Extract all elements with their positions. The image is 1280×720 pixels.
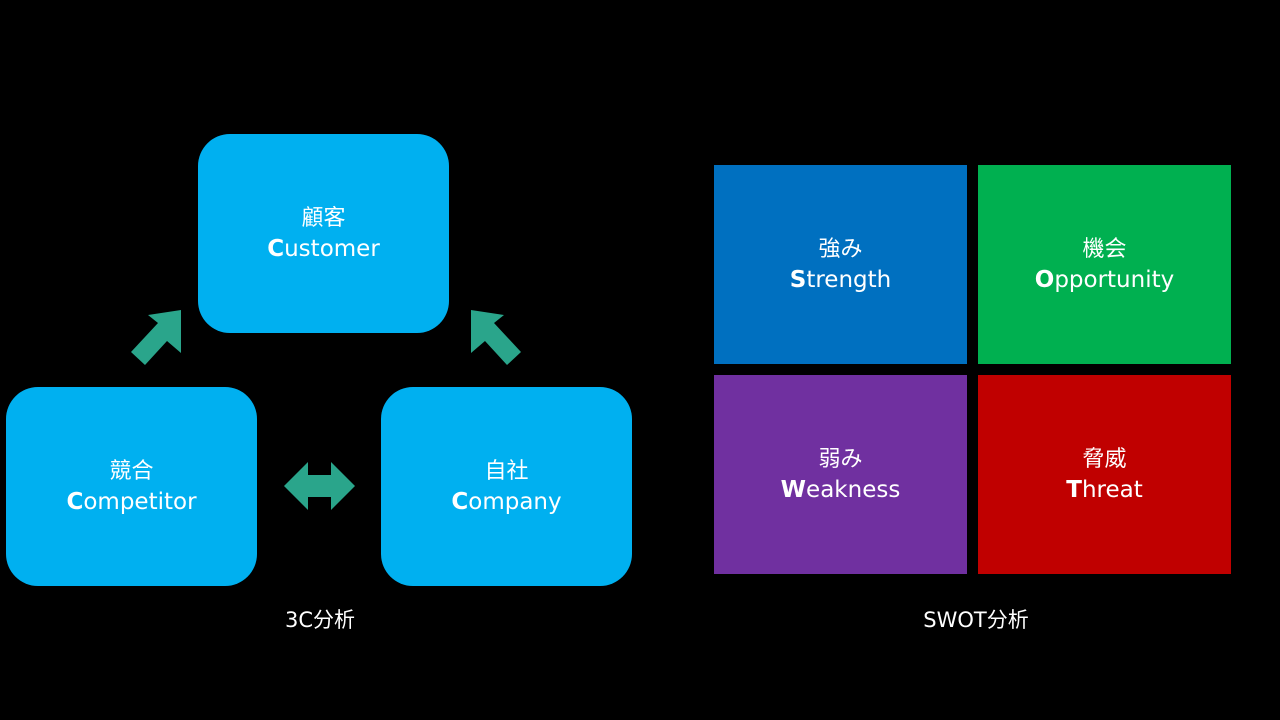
customer-initial: C xyxy=(267,235,285,262)
strength-rest: trength xyxy=(806,266,892,293)
swot-opportunity-cell: 機会 Opportunity xyxy=(978,165,1231,364)
swot-strength-cell: 強み Strength xyxy=(714,165,967,364)
customer-rest: ustomer xyxy=(284,235,380,262)
arrow-up-right-icon xyxy=(131,310,181,365)
weakness-en-label: Weakness xyxy=(781,475,901,505)
competitor-rest: ompetitor xyxy=(83,488,197,515)
company-initial: C xyxy=(451,488,469,515)
threat-en-label: Threat xyxy=(1066,475,1143,505)
strength-initial: S xyxy=(789,266,807,293)
opportunity-jp-label: 機会 xyxy=(1082,236,1127,262)
arrow-up-left-icon xyxy=(471,310,521,365)
strength-jp-label: 強み xyxy=(818,236,863,262)
swot-caption: SWOT分析 xyxy=(923,608,1029,632)
three-c-caption: 3C分析 xyxy=(284,608,356,632)
threat-rest: hreat xyxy=(1081,476,1143,503)
opportunity-en-label: Opportunity xyxy=(1035,265,1174,295)
swot-weakness-cell: 弱み Weakness xyxy=(714,375,967,574)
competitor-en-label: Competitor xyxy=(66,487,196,517)
opportunity-rest: pportunity xyxy=(1054,266,1175,293)
weakness-rest: eakness xyxy=(806,476,901,503)
competitor-jp-label: 競合 xyxy=(109,458,154,484)
swot-threat-cell: 脅威 Threat xyxy=(978,375,1231,574)
customer-en-label: Customer xyxy=(267,234,380,264)
double-arrow-icon xyxy=(284,462,355,510)
weakness-jp-label: 弱み xyxy=(818,446,863,472)
threat-initial: T xyxy=(1066,476,1082,503)
company-jp-label: 自社 xyxy=(484,458,529,484)
opportunity-initial: O xyxy=(1034,266,1055,293)
company-en-label: Company xyxy=(451,487,561,517)
competitor-box: 競合 Competitor xyxy=(6,387,257,586)
customer-jp-label: 顧客 xyxy=(301,205,346,231)
strength-en-label: Strength xyxy=(790,265,891,295)
competitor-initial: C xyxy=(66,488,84,515)
customer-box: 顧客 Customer xyxy=(198,134,449,333)
threat-jp-label: 脅威 xyxy=(1082,446,1127,472)
company-box: 自社 Company xyxy=(381,387,632,586)
company-rest: ompany xyxy=(468,488,562,515)
weakness-initial: W xyxy=(780,476,807,503)
